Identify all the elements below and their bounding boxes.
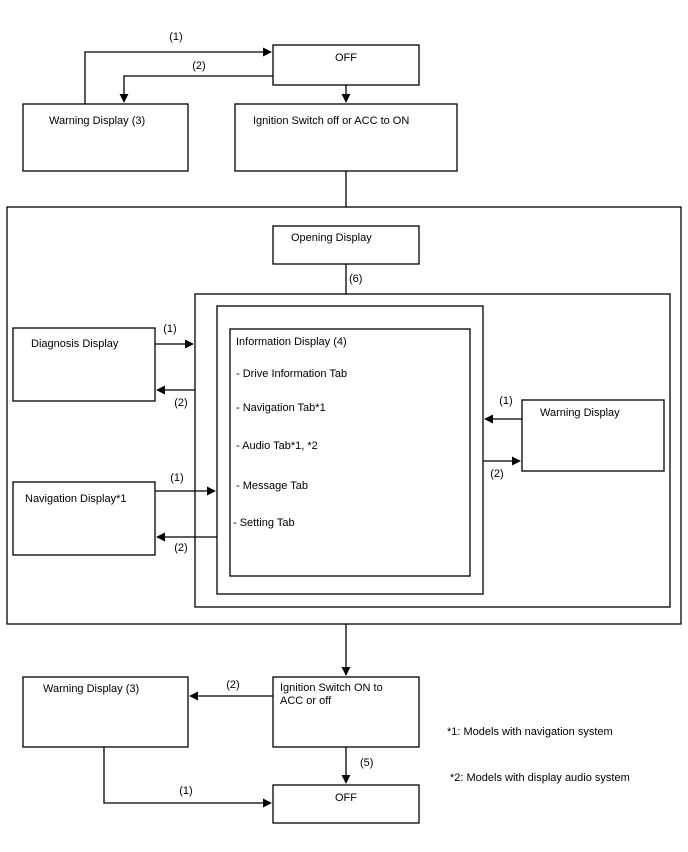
info-item-navigation: - Navigation Tab*1 [236, 402, 326, 414]
off-bottom-label: OFF [335, 792, 357, 804]
label-bottom-1: (1) [179, 785, 192, 797]
label-bottom-2: (2) [226, 679, 239, 691]
warning-top-box [22, 103, 189, 172]
label-top-1: (1) [169, 31, 182, 43]
navigation-display-label: Navigation Display*1 [25, 493, 127, 505]
information-display-title: Information Display (4) [236, 336, 347, 348]
warning-bottom-label: Warning Display (3) [43, 683, 139, 695]
off-bottom-box [272, 784, 420, 824]
off-top-label: OFF [335, 52, 357, 64]
diagnosis-display-box [12, 327, 156, 402]
off-top-box [272, 44, 420, 86]
label-nav-1: (1) [170, 472, 183, 484]
ignition-off-line2: ACC or off [280, 695, 332, 707]
label-five: (5) [360, 757, 373, 769]
warning-right-label: Warning Display [540, 407, 620, 419]
warning-right-box [521, 399, 665, 472]
navigation-display-box [12, 481, 156, 556]
label-top-2: (2) [192, 60, 205, 72]
info-item-setting: - Setting Tab [233, 517, 295, 529]
ignition-off-line1: Ignition Switch ON to [280, 682, 383, 694]
warning-bottom-box [22, 676, 189, 748]
info-item-audio: - Audio Tab*1, *2 [236, 440, 318, 452]
warning-top-label: Warning Display (3) [49, 115, 145, 127]
arrow-warning-to-off [84, 47, 272, 104]
ignition-on-label: Ignition Switch off or ACC to ON [253, 115, 409, 127]
label-diag-2: (2) [174, 397, 187, 409]
footnote-1: *1: Models with navigation system [447, 726, 613, 738]
arrow-warning-to-off-bottom [103, 747, 272, 808]
label-warn-2: (2) [490, 468, 503, 480]
label-six: (6) [349, 273, 362, 285]
ignition-on-box [234, 103, 458, 172]
info-item-drive: - Drive Information Tab [236, 368, 347, 380]
label-nav-2: (2) [174, 542, 187, 554]
ignition-off-box [272, 676, 420, 748]
diagnosis-display-label: Diagnosis Display [31, 338, 119, 350]
opening-display-label: Opening Display [291, 232, 372, 244]
information-display-box [229, 328, 471, 577]
label-diag-1: (1) [163, 323, 176, 335]
info-item-message: - Message Tab [236, 480, 308, 492]
footnote-2: *2: Models with display audio system [450, 772, 630, 784]
label-warn-1: (1) [499, 395, 512, 407]
arrow-off-to-warning [119, 75, 273, 103]
opening-display-box [272, 225, 420, 265]
